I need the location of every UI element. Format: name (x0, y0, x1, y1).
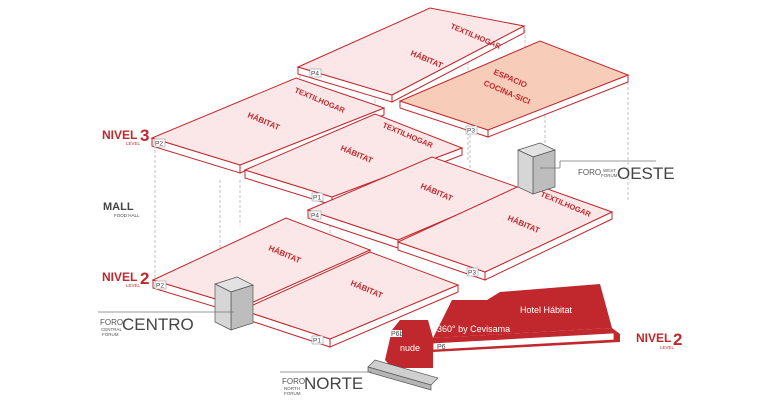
svg-text:NIVEL: NIVEL (636, 331, 671, 345)
svg-text:2: 2 (140, 269, 149, 288)
forum-centro[interactable] (98, 276, 254, 331)
pavilion-tag: P1 (313, 195, 321, 202)
pavilion-tag: P6b (391, 331, 404, 338)
forum-norte-sub: FORUM (284, 391, 301, 396)
forum-norte-sub: NORTH (284, 386, 300, 391)
hall-top-p4[interactable]: HÁBITAT TEXTILHOGAR P4 (296, 7, 526, 103)
forum-centro-name: CENTRO (122, 315, 194, 334)
hall-nude-p6b[interactable]: P6b nude (385, 320, 433, 368)
level-label-mall: MALL FOOD HALL (103, 201, 140, 218)
pavilion-tag: P3 (467, 128, 475, 135)
hall-top-p3-espacio-cocina[interactable]: ESPACIO COCINA-SICI P3 (398, 40, 630, 138)
forum-oeste[interactable] (517, 142, 656, 195)
forum-centro-sub: FORUM (102, 332, 119, 337)
level-label-nivel-3: NIVEL 3 LEVEL (102, 126, 149, 146)
svg-text:MALL: MALL (103, 201, 134, 213)
hotel-name: Hotel Hábitat (520, 305, 573, 315)
forum-centro-sub: CENTRAL (101, 327, 123, 332)
pavilion-tag: P4 (311, 71, 319, 78)
pavilion-tag: P4 (311, 213, 319, 220)
svg-text:LEVEL: LEVEL (660, 345, 675, 350)
hall-hotel-habitat-p6[interactable]: Hotel Hábitat 360° by Cevisama P6 (432, 284, 620, 352)
forum-oeste-foro: FORO (578, 168, 601, 177)
forum-oeste-name: OESTE (617, 164, 675, 183)
forum-centro-foro: FORO (100, 318, 123, 327)
forum-oeste-sub: FORUM (601, 173, 618, 178)
forum-norte[interactable] (280, 359, 439, 391)
nude-name: nude (400, 343, 420, 353)
svg-text:NIVEL: NIVEL (102, 270, 137, 284)
svg-text:NIVEL: NIVEL (102, 128, 137, 142)
level-label-nivel-2-right: NIVEL 2 LEVEL (636, 330, 682, 350)
svg-text:LEVEL: LEVEL (126, 141, 141, 146)
hall-l2-p1[interactable]: HÁBITAT P1 (240, 251, 460, 348)
svg-text:LEVEL: LEVEL (126, 283, 141, 288)
pavilion-tag: P2 (156, 283, 164, 290)
svg-text:FOOD HALL: FOOD HALL (114, 213, 140, 218)
forum-norte-foro: FORO (282, 377, 305, 386)
level-label-nivel-2-left: NIVEL 2 LEVEL (102, 269, 149, 288)
pavilion-tag: P6 (437, 344, 446, 351)
pavilion-tag: P3 (468, 270, 476, 277)
svg-text:3: 3 (140, 126, 149, 145)
forum-oeste-sub: WEST (603, 168, 616, 173)
svg-text:2: 2 (673, 330, 682, 349)
forum-norte-name: NORTE (304, 374, 363, 393)
pavilion-tag: P1 (313, 338, 321, 345)
hotel-sub: 360° by Cevisama (437, 324, 510, 334)
pavilion-tag: P2 (155, 141, 163, 148)
